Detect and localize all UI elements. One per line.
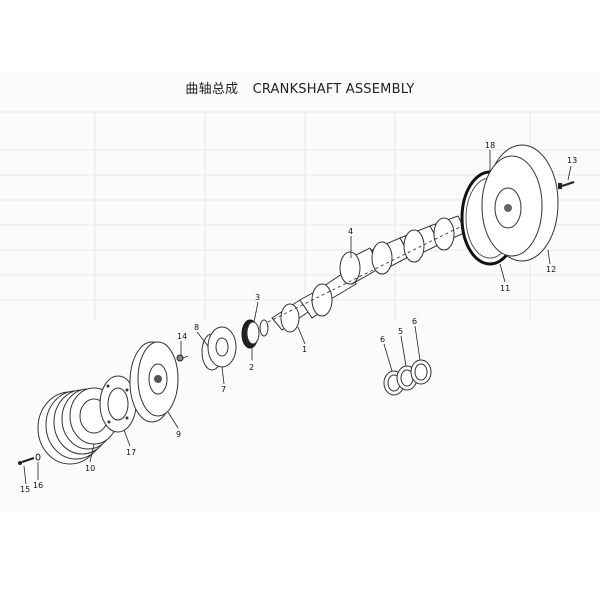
callout-6-right: 6	[412, 317, 417, 326]
callout-17: 17	[126, 448, 136, 457]
callout-5: 5	[398, 327, 403, 336]
callout-3: 3	[255, 293, 260, 302]
part-vibration-damper	[129, 341, 179, 423]
part-adapter-ring	[99, 375, 137, 433]
part-flywheel	[481, 144, 559, 262]
part-bolt-14	[176, 354, 189, 362]
page-title: 曲轴总成 CRANKSHAFT ASSEMBLY	[0, 78, 600, 97]
part-thrust-washers	[383, 359, 432, 396]
callout-18: 18	[485, 141, 495, 150]
callout-16: 16	[33, 481, 43, 490]
callout-13: 13	[567, 156, 577, 165]
part-crankshaft	[267, 215, 471, 333]
part-bolt-15	[18, 453, 41, 465]
callout-14: 14	[177, 332, 187, 341]
callout-labels: 1 2 3 4 5 6 6 7 8 9 10 11 12 13 14 15 16…	[20, 141, 577, 494]
callout-4: 4	[348, 227, 353, 236]
callout-15: 15	[20, 485, 30, 494]
callout-9: 9	[176, 430, 181, 439]
callout-7: 7	[221, 385, 226, 394]
callout-6-left: 6	[380, 335, 385, 344]
part-pulley	[37, 387, 119, 465]
callout-2: 2	[249, 363, 254, 372]
part-bolt-13	[558, 181, 575, 189]
callout-12: 12	[546, 265, 556, 274]
callout-11: 11	[500, 284, 510, 293]
part-crank-gear	[241, 319, 269, 349]
part-front-hub	[201, 326, 237, 371]
callout-10: 10	[85, 464, 95, 473]
callout-8: 8	[194, 323, 199, 332]
title-chinese: 曲轴总成	[185, 82, 239, 97]
title-english: CRANKSHAFT ASSEMBLY	[252, 82, 415, 97]
leader-lines	[23, 150, 572, 485]
callout-1: 1	[302, 345, 307, 354]
